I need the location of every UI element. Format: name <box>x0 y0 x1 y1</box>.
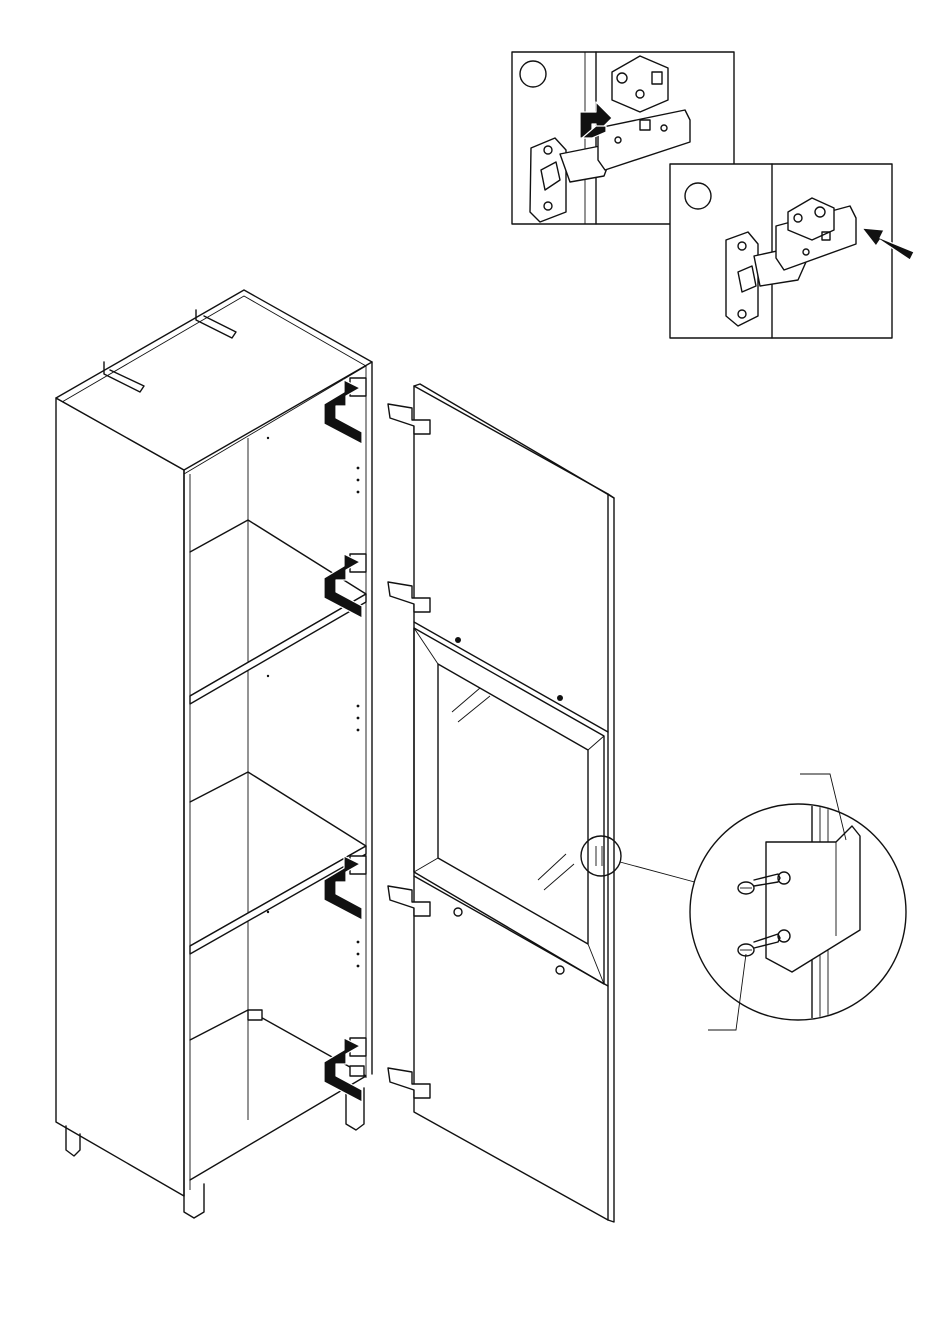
cabinet-icon <box>56 290 372 1218</box>
shelf-pin-holes <box>267 437 360 968</box>
mounting-plates <box>248 378 366 1076</box>
push-arrow-icon <box>324 380 362 1102</box>
magnifier-leader <box>620 862 702 884</box>
hinge-detail-panel-2 <box>670 164 914 338</box>
magnifier-icon <box>690 774 906 1030</box>
door-icon <box>388 384 621 1222</box>
cabinet-leg-front <box>184 1184 204 1218</box>
